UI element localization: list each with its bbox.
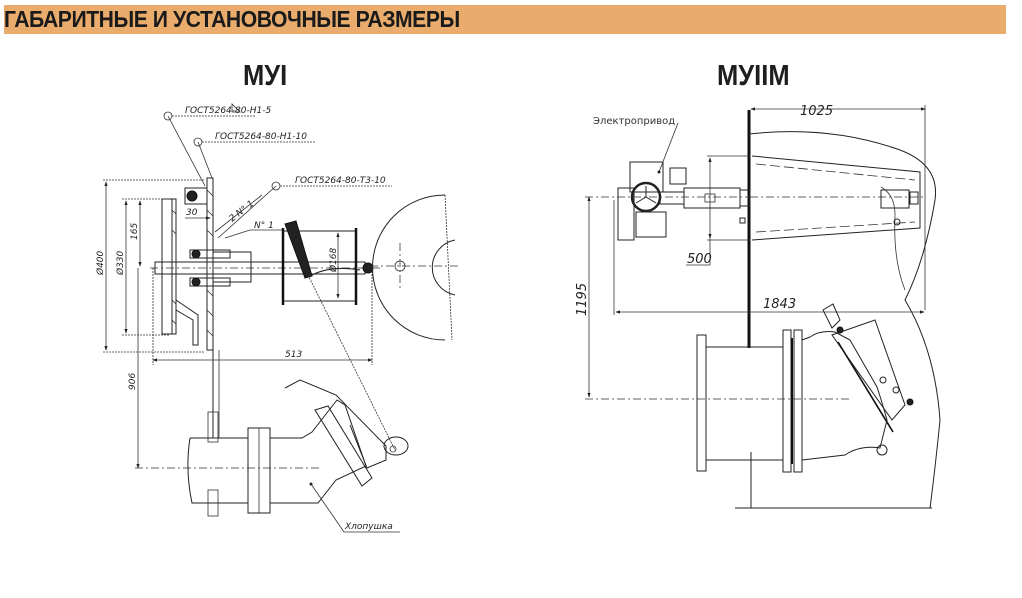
- dim-h165: 165: [130, 223, 140, 240]
- model-label-mu1: МУI: [243, 60, 288, 92]
- weld-note-text-2: ГОСТ5264-80-Н1-10: [215, 132, 307, 142]
- dim-d400: Ø400: [95, 250, 106, 276]
- weld-note-2: ГОСТ5264-80-Н1-10: [193, 132, 315, 179]
- dim-d168: Ø168: [328, 247, 339, 273]
- weld-note-text-1: ГОСТ5264-80-Н1-5: [185, 106, 271, 116]
- valve-body-mu1: Хлопушка: [187, 379, 409, 533]
- callout-actuator: Электропривод: [593, 116, 675, 127]
- dim-w30: 30: [186, 208, 198, 218]
- dim-w1843: 1843: [763, 297, 796, 312]
- page-title: ГАБАРИТНЫЕ И УСТАНОВОЧНЫЕ РАЗМЕРЫ: [4, 6, 460, 32]
- note-n1: N° 1: [254, 221, 274, 231]
- drawing-mu1: ГОСТ5264-80-Н1-5 ГОСТ5264-80-Н1-10 ГОСТ5…: [95, 103, 460, 533]
- pipe-mu2: [696, 303, 914, 473]
- weld-note-3: ГОСТ5264-80-Т3-10: [217, 176, 392, 239]
- dim-d330: Ø330: [115, 250, 126, 276]
- dim-w513: 513: [285, 350, 302, 360]
- dim-h500: 500: [687, 252, 712, 267]
- note-2n1: 2 N° 1: [228, 199, 257, 224]
- header-bar: [4, 5, 1006, 34]
- weld-note-1: ГОСТ5264-80-Н1-5: [163, 103, 271, 187]
- drawing-mu2: 1025 Электропривод: [575, 104, 941, 509]
- dim-w1025: 1025: [800, 104, 833, 119]
- weld-note-text-3: ГОСТ5264-80-Т3-10: [295, 176, 386, 186]
- dim-h906: 906: [128, 373, 138, 390]
- model-label-mu2: МУIIМ: [717, 60, 790, 92]
- dim-h1195: 1195: [575, 283, 590, 316]
- callout-valve: Хлопушка: [344, 522, 393, 532]
- actuator: Электропривод: [585, 116, 751, 241]
